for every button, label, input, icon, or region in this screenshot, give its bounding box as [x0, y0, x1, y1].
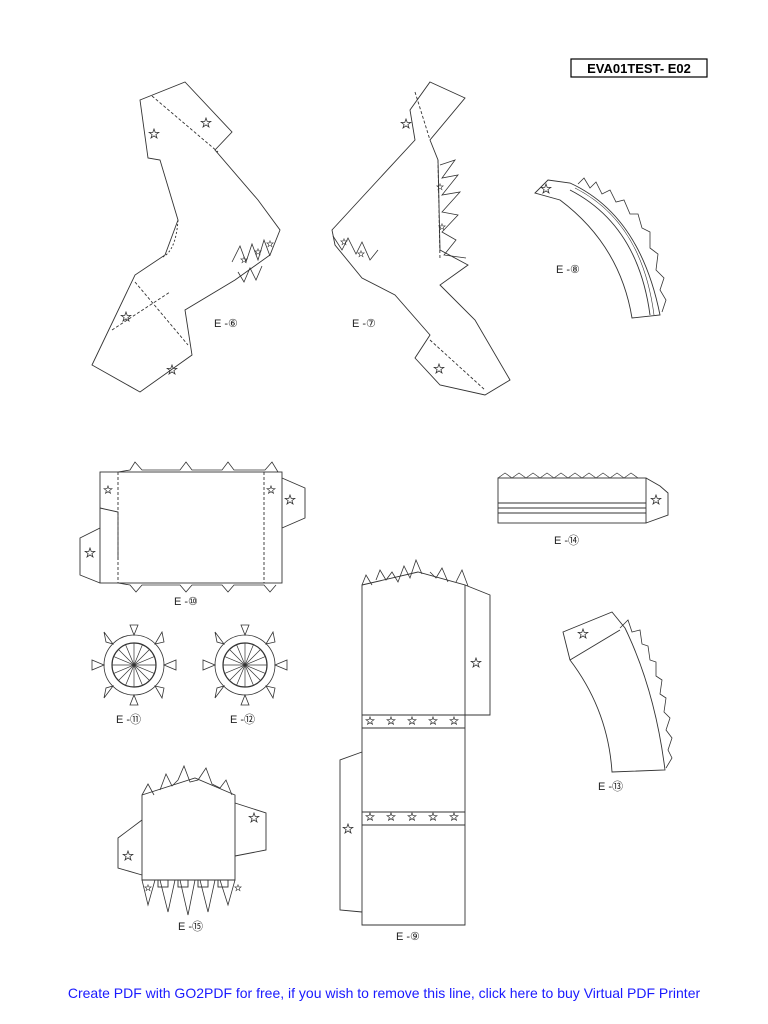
- sheet-code: EVA01TEST- E02: [587, 61, 691, 76]
- part-label-e10: E -⑩: [174, 596, 198, 608]
- part-e12: [202, 624, 288, 706]
- part-e10: [79, 461, 306, 593]
- part-e7: [331, 81, 511, 396]
- sheet-code-box: EVA01TEST- E02: [570, 58, 708, 78]
- part-e15: [117, 764, 267, 916]
- part-e8: [534, 177, 667, 319]
- part-e13: [562, 611, 673, 773]
- part-label-e12: E -⑫: [230, 713, 255, 726]
- part-label-e6: E -⑥: [214, 318, 238, 330]
- part-label-e11: E -⑪: [116, 713, 141, 726]
- part-label-e13: E -⑬: [598, 780, 623, 793]
- part-label-e14: E -⑭: [554, 534, 579, 547]
- part-label-e7: E -⑦: [352, 318, 376, 330]
- part-label-e9: E -⑨: [396, 931, 420, 943]
- footer-promo-link[interactable]: Create PDF with GO2PDF for free, if you …: [67, 985, 701, 1001]
- part-label-e15: E -⑮: [178, 920, 203, 933]
- part-e9: [339, 558, 491, 926]
- part-label-e8: E -⑧: [556, 264, 580, 276]
- part-e6: [91, 81, 281, 393]
- part-e11: [91, 624, 177, 706]
- part-e14: [497, 472, 669, 524]
